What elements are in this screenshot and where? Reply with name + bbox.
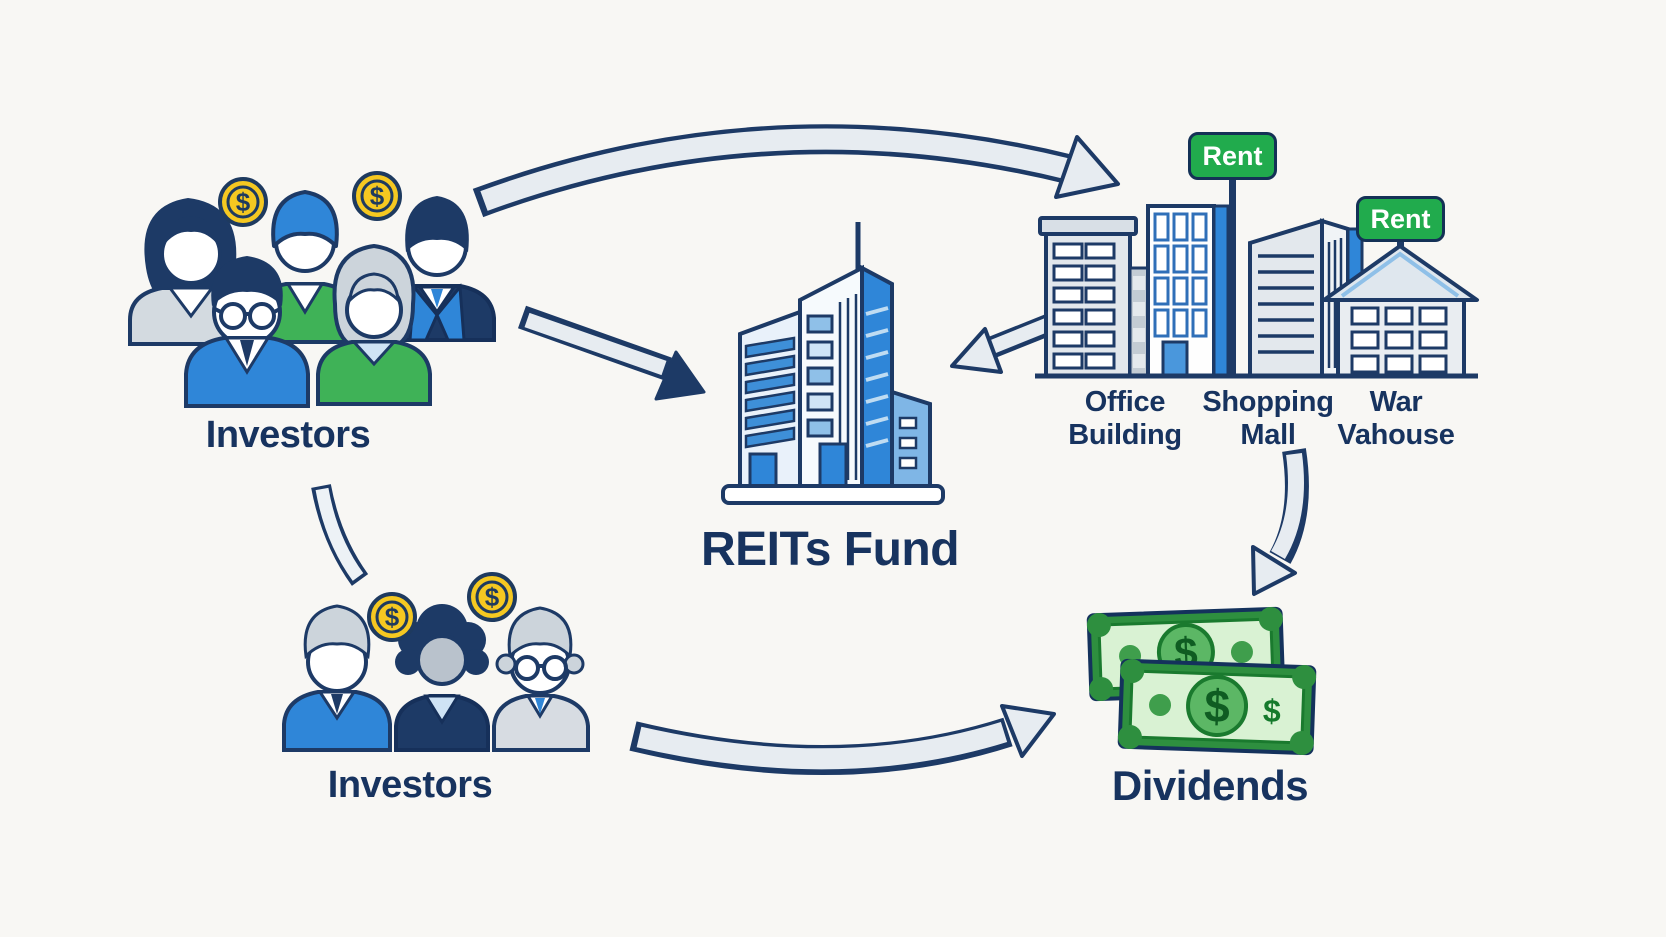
investor-man-blue-suit (282, 604, 392, 752)
arrow-investors-to-fund (517, 305, 706, 401)
dollar-symbol: $ (1262, 693, 1281, 730)
arrow-investors-to-properties (472, 124, 1120, 218)
shopping-mall-label-line1: Shopping (1202, 386, 1334, 418)
warehouse-label: War Vahouse (1337, 386, 1454, 452)
coin-icon (367, 592, 417, 642)
investor-man-gray-coat (492, 606, 590, 752)
investors-top-label: Investors (205, 414, 371, 456)
coin-icon (467, 572, 517, 622)
rent-sign-warehouse: Rent (1356, 196, 1445, 242)
office-building-label-line1: Office (1084, 386, 1166, 418)
investor-woman-curly-hair (394, 604, 490, 752)
warehouse-label-line1: War (1369, 386, 1423, 418)
dividends-label: Dividends (1111, 762, 1309, 809)
connector-investors-groups (311, 484, 369, 586)
investors-bottom-label: Investors (327, 764, 493, 806)
investors-bottom-illustration (282, 572, 590, 752)
office-building-label: Office Building (1068, 386, 1182, 452)
rent-sign-pole (1229, 176, 1236, 376)
warehouse-label-line2: Vahouse (1337, 419, 1455, 451)
dollar-symbol: $ (1203, 680, 1230, 733)
dividends-bills-icon: $ $ $ (1086, 606, 1317, 756)
warehouse-icon (1322, 238, 1479, 378)
investors-top-illustration (128, 171, 496, 408)
investor-woman-gray-hair (316, 243, 432, 406)
shopping-mall-label: Shopping Mall (1202, 386, 1334, 452)
arrow-properties-to-dividends (1251, 448, 1309, 596)
banknote-front: $ $ (1117, 658, 1317, 756)
office-building-label-line2: Building (1068, 419, 1182, 451)
rent-sign-office: Rent (1188, 132, 1277, 180)
properties-illustration (1035, 176, 1479, 379)
investor-man-glasses (184, 256, 310, 408)
office-building-icon (1038, 204, 1230, 378)
coin-icon (218, 177, 268, 227)
coin-icon (352, 171, 402, 221)
shopping-mall-label-line2: Mall (1240, 419, 1296, 451)
reits-fund-building-icon (721, 222, 945, 505)
reits-fund-label: REITs Fund (700, 523, 960, 576)
arrow-investors-to-dividends (629, 704, 1056, 775)
